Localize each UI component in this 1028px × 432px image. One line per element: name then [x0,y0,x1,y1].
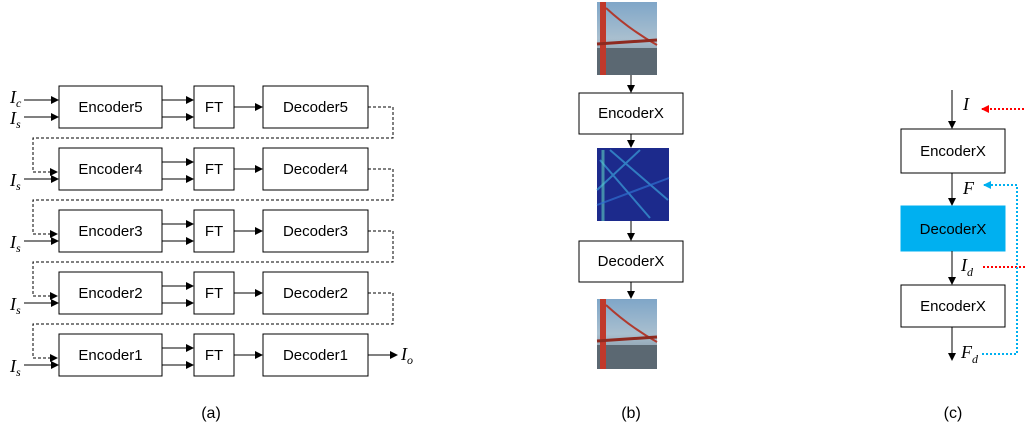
caption-c: (c) [944,405,963,422]
output-label: Io [400,344,413,367]
ft-box [193,271,235,315]
ft-label: FT [205,99,223,116]
caption-b: (b) [621,405,641,422]
I-label: I [962,94,970,114]
encoder-label: Encoder3 [78,223,142,240]
caption-a: (a) [201,405,221,422]
dashed-feedback-arrow [32,230,394,300]
blue-dotted-feedback-arrow [982,181,1018,355]
ft-label: FT [205,285,223,302]
encoder-box [58,333,163,377]
row-5: Is Encoder1 FT Decoder1 Io [9,333,413,379]
Fd-label: Fd [960,342,979,366]
encoderx-top-box [900,128,1006,174]
encoderx-box [578,92,684,135]
ft-box [193,209,235,253]
ft-label: FT [205,223,223,240]
decoderx-highlight-box [900,205,1006,252]
encoder-label: Encoder4 [78,161,142,178]
decoder-label: Decoder2 [283,285,348,302]
panel-b: EncoderX DecoderX [578,2,684,369]
output-photo [596,299,658,369]
encoder-label: Encoder1 [78,347,142,364]
dashed-feedback-arrow [32,106,394,176]
decoder-label: Decoder5 [283,99,348,116]
input-label: Is [9,232,21,255]
decoder-label: Decoder4 [283,161,348,178]
encoder-box [58,209,163,253]
ft-label: FT [205,347,223,364]
ft-box [193,85,235,129]
encoder-label: Encoder5 [78,99,142,116]
decoderx-label: DecoderX [598,253,665,270]
input-label: Is [9,170,21,193]
dashed-feedback-arrow [32,292,394,362]
input-label: Ic [9,87,22,110]
feature-map [596,148,670,221]
decoder-box [262,333,369,377]
decoderx-box [578,240,684,283]
encoderx-bottom-label: EncoderX [920,298,986,315]
decoder-label: Decoder1 [283,347,348,364]
encoderx-top-label: EncoderX [920,143,986,160]
F-label: F [962,178,975,198]
decoder-box [262,209,369,253]
panel-c: I EncoderX F DecoderX Id EncoderX Fd [900,90,1026,366]
input-label: Is [9,294,21,317]
ft-label: FT [205,161,223,178]
ft-box [193,333,235,377]
encoder-box [58,147,163,191]
decoder-label: Decoder3 [283,223,348,240]
input-label: Is [9,356,21,379]
encoder-box [58,85,163,129]
encoder-label: Encoder2 [78,285,142,302]
encoder-box [58,271,163,315]
encoderx-bottom-box [900,284,1006,328]
dashed-feedback-arrow [32,168,394,238]
decoderx-label: DecoderX [920,221,987,238]
decoder-box [262,147,369,191]
encoderx-label: EncoderX [598,105,664,122]
Id-label: Id [960,255,974,279]
input-photo [596,2,658,75]
ft-box [193,147,235,191]
input-label: Is [9,108,21,131]
